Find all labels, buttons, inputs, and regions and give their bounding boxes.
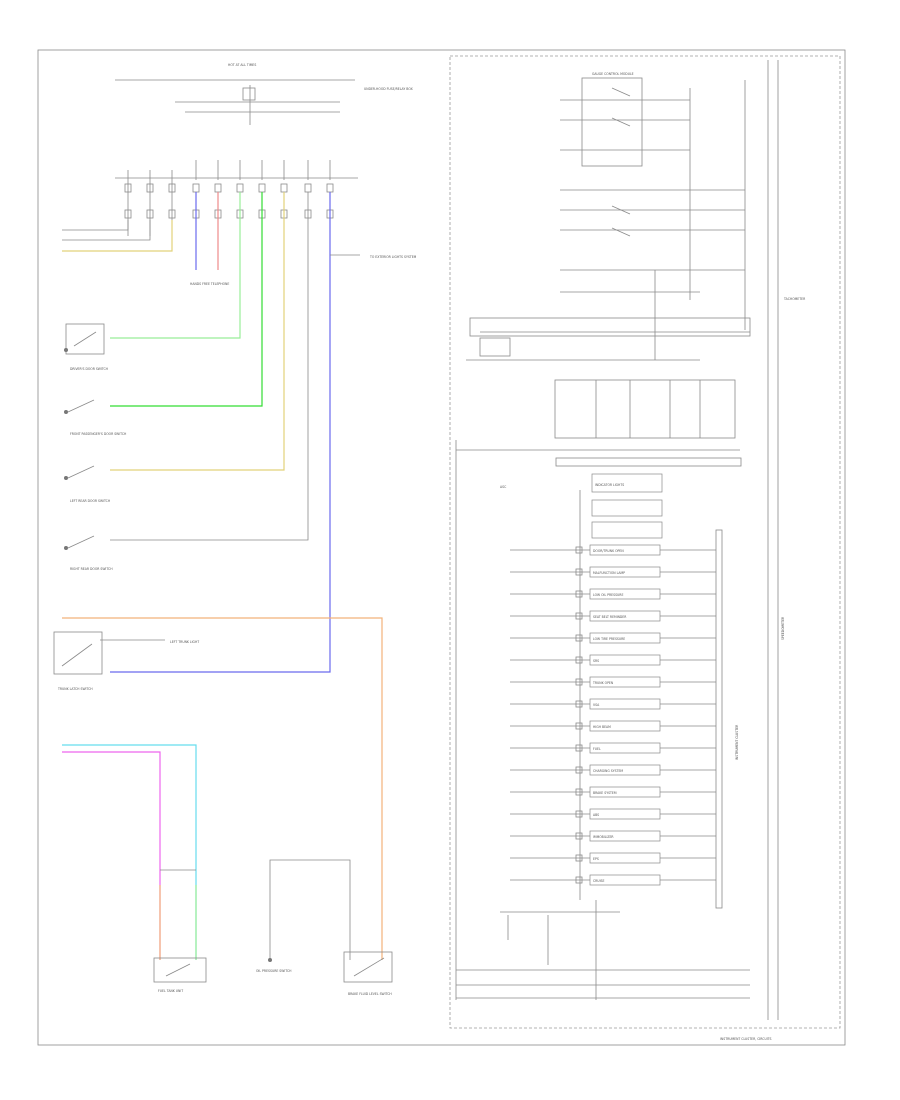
svg-text:ASC: ASC — [500, 485, 506, 489]
driver-door-switch: DRIVER'S DOOR SWITCH — [64, 323, 109, 371]
svg-text:LOW TIRE PRESSURE: LOW TIRE PRESSURE — [593, 637, 625, 641]
instrument-cluster-label: INSTRUMENT CLUSTER — [735, 724, 739, 760]
indicator-row-2: LOW OIL PRESSURE — [510, 588, 716, 600]
svg-text:SRS: SRS — [593, 659, 599, 663]
svg-text:CRUISE: CRUISE — [593, 879, 604, 883]
trunk-latch-switch: LEFT TRUNK LIGHT TRUNK LATCH SWITCH — [53, 631, 199, 691]
svg-text:LEFT REAR DOOR SWITCH: LEFT REAR DOOR SWITCH — [70, 499, 111, 503]
svg-text:VSA: VSA — [593, 703, 600, 707]
tachometer-label: TACHOMETER — [783, 297, 806, 301]
indicator-row-10: CHARGING SYSTEM — [510, 764, 716, 776]
svg-text:HIGH BEAM: HIGH BEAM — [593, 725, 611, 729]
svg-text:CHARGING SYSTEM: CHARGING SYSTEM — [593, 769, 623, 773]
indicator-row-3: SEAT BELT REMINDER — [510, 610, 716, 622]
bottom-buses — [455, 440, 750, 1000]
svg-text:FUEL TANK UNIT: FUEL TANK UNIT — [158, 989, 183, 993]
svg-text:DOOR/TRUNK OPEN: DOOR/TRUNK OPEN — [593, 549, 624, 553]
indicator-header: INDICATOR LIGHTS ASC — [500, 473, 663, 539]
indicator-row-12: ABS — [510, 808, 716, 820]
svg-text:MALFUNCTION LAMP: MALFUNCTION LAMP — [593, 571, 625, 575]
svg-text:FRONT PASSENGER'S DOOR SWITCH: FRONT PASSENGER'S DOOR SWITCH — [70, 432, 127, 436]
svg-text:LOW OIL PRESSURE: LOW OIL PRESSURE — [593, 593, 623, 597]
right-rear-door-switch: RIGHT REAR DOOR SWITCH — [64, 535, 113, 571]
indicator-row-4: LOW TIRE PRESSURE — [510, 632, 716, 644]
indicator-row-11: BRAKE SYSTEM — [510, 786, 716, 798]
svg-text:BRAKE SYSTEM: BRAKE SYSTEM — [593, 791, 617, 795]
front-pass-door-switch: FRONT PASSENGER'S DOOR SWITCH — [64, 399, 127, 436]
oil-pressure-switch: OIL PRESSURE SWITCH — [256, 859, 351, 973]
svg-text:IMMOBILIZER: IMMOBILIZER — [593, 835, 614, 839]
svg-text:TRUNK LATCH SWITCH: TRUNK LATCH SWITCH — [57, 687, 93, 691]
svg-text:SEAT BELT REMINDER: SEAT BELT REMINDER — [593, 615, 627, 619]
svg-text:RIGHT REAR DOOR SWITCH: RIGHT REAR DOOR SWITCH — [70, 567, 113, 571]
svg-text:LEFT TRUNK LIGHT: LEFT TRUNK LIGHT — [170, 640, 199, 644]
svg-text:INDICATOR LIGHTS: INDICATOR LIGHTS — [595, 483, 624, 487]
fuel-tank-unit: FUEL TANK UNIT — [153, 957, 207, 993]
fuse-box-text: UNDER-HOOD FUSE/RELAY BOX — [364, 87, 414, 91]
tach-block — [560, 77, 746, 360]
hands-free-label: HANDS FREE TELEPHONE — [190, 282, 229, 286]
speedometer-label: SPEEDOMETER — [781, 616, 785, 640]
indicator-row-5: SRS — [510, 654, 716, 666]
left-rear-door-switch: LEFT REAR DOOR SWITCH — [64, 465, 111, 503]
indicator-list: INSTRUMENT CLUSTER DOOR/TRUNK OPEN MALFU… — [500, 490, 739, 1000]
indicator-row-7: VSA — [510, 698, 716, 710]
svg-text:TRUNK OPEN: TRUNK OPEN — [592, 681, 614, 685]
svg-text:OIL PRESSURE SWITCH: OIL PRESSURE SWITCH — [256, 969, 292, 973]
fuse-block: HOT AT ALL TIMES UNDER-HOOD FUSE/RELAY B… — [115, 63, 414, 125]
fuse-note: HOT AT ALL TIMES — [228, 63, 256, 67]
indicator-row-14: EPS — [510, 852, 716, 864]
indicator-row-1: MALFUNCTION LAMP — [510, 566, 716, 578]
indicator-row-6: TRUNK OPEN — [510, 676, 716, 688]
footer-title: INSTRUMENT CLUSTER, CIRCUITS — [720, 1037, 772, 1041]
svg-text:FUEL: FUEL — [593, 747, 601, 751]
indicator-row-8: HIGH BEAM — [510, 720, 716, 732]
lighting-label: TO EXTERIOR LIGHTS SYSTEM — [369, 255, 417, 259]
svg-text:DRIVER'S DOOR SWITCH: DRIVER'S DOOR SWITCH — [70, 367, 109, 371]
svg-text:EPS: EPS — [593, 857, 599, 861]
indicator-row-0: DOOR/TRUNK OPEN — [510, 544, 716, 556]
indicator-row-13: IMMOBILIZER — [510, 830, 716, 842]
svg-text:ABS: ABS — [593, 813, 599, 817]
indicator-row-9: FUEL — [510, 742, 716, 754]
gauge-control-label: GAUGE CONTROL MODULE — [592, 72, 634, 76]
gauge-module-outline — [449, 55, 841, 1029]
svg-text:BRAKE FLUID LEVEL SWITCH: BRAKE FLUID LEVEL SWITCH — [348, 992, 392, 996]
illumination-block — [456, 317, 751, 467]
diagram-frame — [37, 49, 846, 1046]
connector-pins — [124, 160, 334, 246]
indicator-row-15: CRUISE — [510, 874, 716, 886]
brake-fluid-switch: BRAKE FLUID LEVEL SWITCH — [343, 951, 393, 996]
